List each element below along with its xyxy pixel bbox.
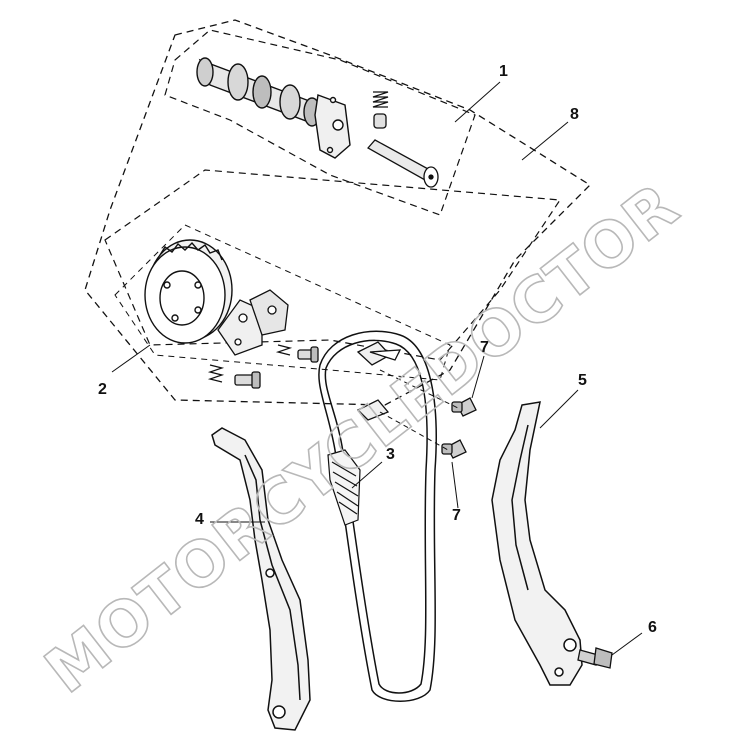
tensioner-slipper bbox=[211, 427, 311, 731]
leader-6 bbox=[611, 632, 643, 656]
leader-2 bbox=[111, 344, 151, 373]
leader-lines bbox=[111, 81, 643, 656]
callout-3: 3 bbox=[386, 446, 395, 463]
callout-6: 6 bbox=[648, 619, 657, 636]
group-boundary-1 bbox=[164, 29, 476, 216]
group-boundary-8 bbox=[84, 19, 592, 406]
chain-guide bbox=[491, 401, 583, 686]
callout-4: 4 bbox=[195, 511, 204, 528]
sprocket-bolt bbox=[234, 346, 319, 389]
leader-8 bbox=[521, 121, 569, 161]
leader-3 bbox=[351, 461, 383, 489]
group-boundary-2 bbox=[104, 169, 562, 361]
callout-2: 2 bbox=[98, 381, 107, 398]
callout-8: 8 bbox=[570, 106, 579, 123]
chain-guide-bracket bbox=[356, 341, 402, 421]
decompressor-weight bbox=[217, 289, 289, 356]
bolt-6 bbox=[577, 647, 613, 669]
bolt-7-leader-lower bbox=[379, 411, 449, 451]
chain-links-detail bbox=[327, 449, 361, 526]
cam-sprocket bbox=[144, 239, 233, 344]
watermark-text: MOTORCYCLEDOCTOR bbox=[32, 169, 692, 707]
bolt-7-leader-upper bbox=[379, 369, 459, 409]
leader-5 bbox=[539, 389, 579, 429]
leader-7a bbox=[471, 355, 485, 399]
callout-5: 5 bbox=[578, 372, 587, 389]
callout-1: 1 bbox=[499, 63, 508, 80]
leader-7b bbox=[451, 461, 459, 509]
decompressor-spring bbox=[372, 91, 389, 129]
leader-1 bbox=[454, 81, 501, 123]
callout-7-lower: 7 bbox=[452, 507, 461, 524]
camshaft bbox=[196, 57, 351, 159]
decompressor-shaft bbox=[366, 139, 439, 188]
callout-7-upper: 7 bbox=[480, 339, 489, 356]
small-spring bbox=[207, 344, 293, 383]
